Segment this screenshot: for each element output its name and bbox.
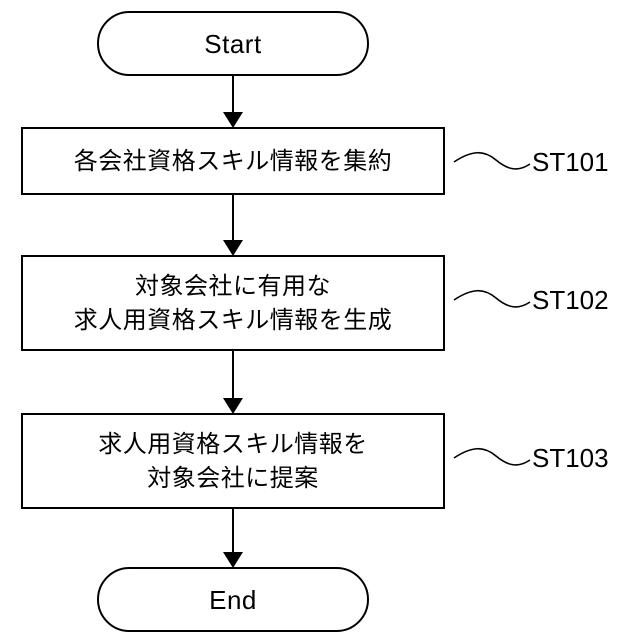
arrowhead-start-to-st101 <box>223 112 243 128</box>
arrowhead-st102-to-st103 <box>223 398 243 414</box>
start-label: Start <box>98 12 368 75</box>
end-label: End <box>98 568 368 631</box>
step-id-st102: ST102 <box>532 285 609 315</box>
arrowhead-st101-to-st102 <box>223 240 243 256</box>
step-id-st101: ST101 <box>532 147 609 177</box>
step-text-st102: 対象会社に有用な 求人用資格スキル情報を生成 <box>22 256 444 350</box>
step-text-line: 各会社資格スキル情報を集約 <box>74 144 393 178</box>
leader-line-st103 <box>454 449 530 465</box>
leader-line-st102 <box>454 291 530 307</box>
leader-line-st101 <box>454 153 530 169</box>
step-text-line: 対象会社に有用な <box>135 269 331 303</box>
step-text-line: 対象会社に提案 <box>147 461 319 495</box>
step-text-st103: 求人用資格スキル情報を 対象会社に提案 <box>22 414 444 508</box>
step-text-line: 求人用資格スキル情報を生成 <box>74 303 393 337</box>
step-id-st103: ST103 <box>532 443 609 473</box>
arrowhead-st103-to-end <box>223 552 243 568</box>
step-text-st101: 各会社資格スキル情報を集約 <box>22 128 444 194</box>
step-text-line: 求人用資格スキル情報を <box>98 427 368 461</box>
